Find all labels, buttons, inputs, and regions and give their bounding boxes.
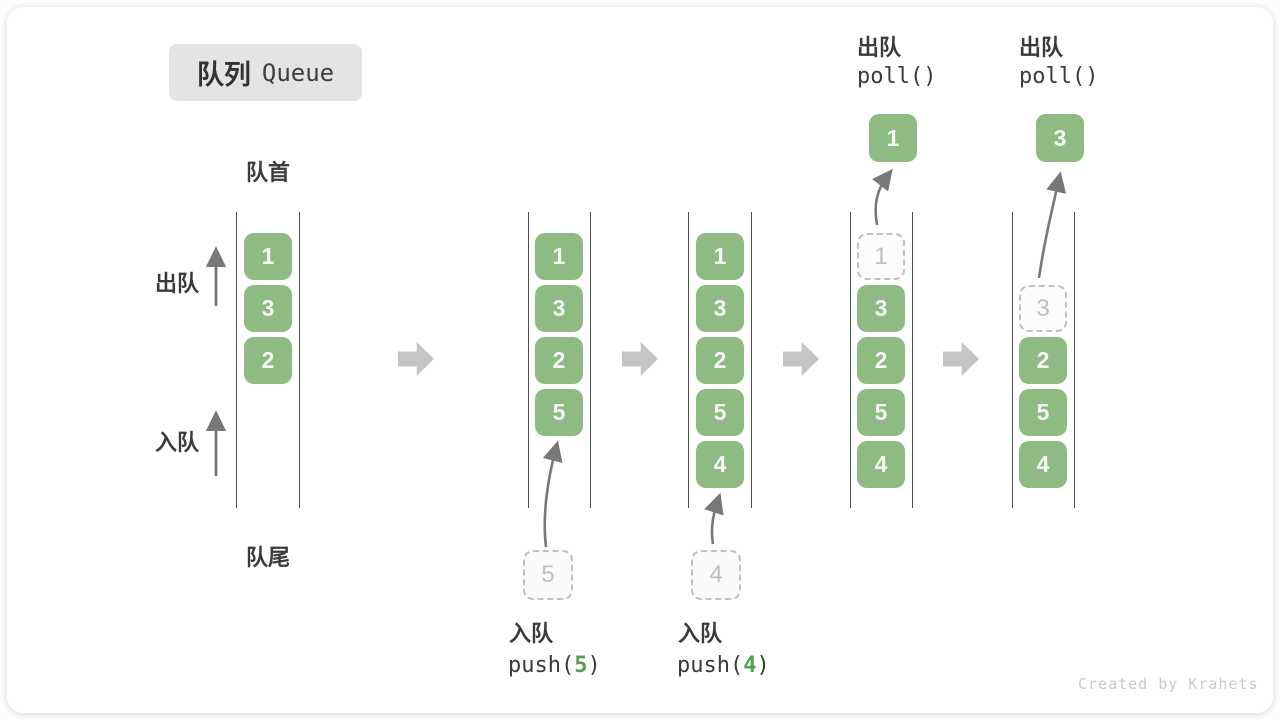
enqueue-side-label: 入队 bbox=[155, 430, 200, 455]
queue-item: 5 bbox=[696, 389, 744, 436]
queue-item: 2 bbox=[244, 337, 292, 384]
enqueue-op-code: push(5) bbox=[508, 653, 601, 678]
enqueue-op-code: push(4) bbox=[677, 653, 770, 678]
queue-item: 3 bbox=[535, 285, 583, 332]
queue-item: 5 bbox=[535, 389, 583, 436]
queue-item-removed: 3 bbox=[1019, 285, 1067, 332]
code-fn: push( bbox=[677, 653, 744, 678]
enqueue-op-label: 入队 bbox=[509, 621, 554, 646]
title-zh: 队列 bbox=[196, 60, 251, 90]
queue-item: 2 bbox=[535, 337, 583, 384]
dequeue-op-label: 出队 bbox=[1019, 35, 1064, 60]
dequeue-op-code: poll() bbox=[1019, 64, 1099, 89]
queue-item: 3 bbox=[244, 285, 292, 332]
enqueue-op-label: 入队 bbox=[678, 621, 723, 646]
watermark: Created by Krahets bbox=[1078, 675, 1259, 693]
queue-column bbox=[688, 212, 752, 508]
title-badge: 队列 Queue bbox=[169, 44, 362, 101]
queue-item: 3 bbox=[857, 285, 905, 332]
queue-column bbox=[236, 212, 300, 508]
queue-column bbox=[1012, 212, 1075, 508]
code-fn: push( bbox=[508, 653, 575, 678]
title-en: Queue bbox=[261, 58, 335, 87]
queue-column bbox=[850, 212, 913, 508]
code-arg: 4 bbox=[743, 653, 757, 678]
dequeue-op-code: poll() bbox=[857, 64, 937, 89]
pending-item: 5 bbox=[523, 550, 573, 600]
queue-item-removed: 1 bbox=[857, 233, 905, 280]
queue-item: 3 bbox=[696, 285, 744, 332]
code-close: ) bbox=[756, 653, 770, 678]
queue-rear-label: 队尾 bbox=[245, 545, 290, 570]
queue-item: 5 bbox=[1019, 389, 1067, 436]
dequeue-side-label: 出队 bbox=[155, 271, 200, 296]
queue-item: 4 bbox=[696, 441, 744, 488]
queue-item: 4 bbox=[857, 441, 905, 488]
queue-column bbox=[528, 212, 591, 508]
queue-item: 1 bbox=[696, 233, 744, 280]
dequeue-op-label: 出队 bbox=[857, 35, 902, 60]
queue-item: 1 bbox=[535, 233, 583, 280]
popped-item: 3 bbox=[1036, 114, 1084, 162]
code-arg: 5 bbox=[574, 653, 588, 678]
queue-item: 4 bbox=[1019, 441, 1067, 488]
queue-front-label: 队首 bbox=[245, 160, 290, 185]
queue-item: 2 bbox=[696, 337, 744, 384]
queue-item: 1 bbox=[244, 233, 292, 280]
code-close: ) bbox=[587, 653, 601, 678]
queue-item: 2 bbox=[857, 337, 905, 384]
popped-item: 1 bbox=[869, 114, 917, 162]
queue-item: 2 bbox=[1019, 337, 1067, 384]
pending-item: 4 bbox=[691, 550, 741, 600]
queue-item: 5 bbox=[857, 389, 905, 436]
